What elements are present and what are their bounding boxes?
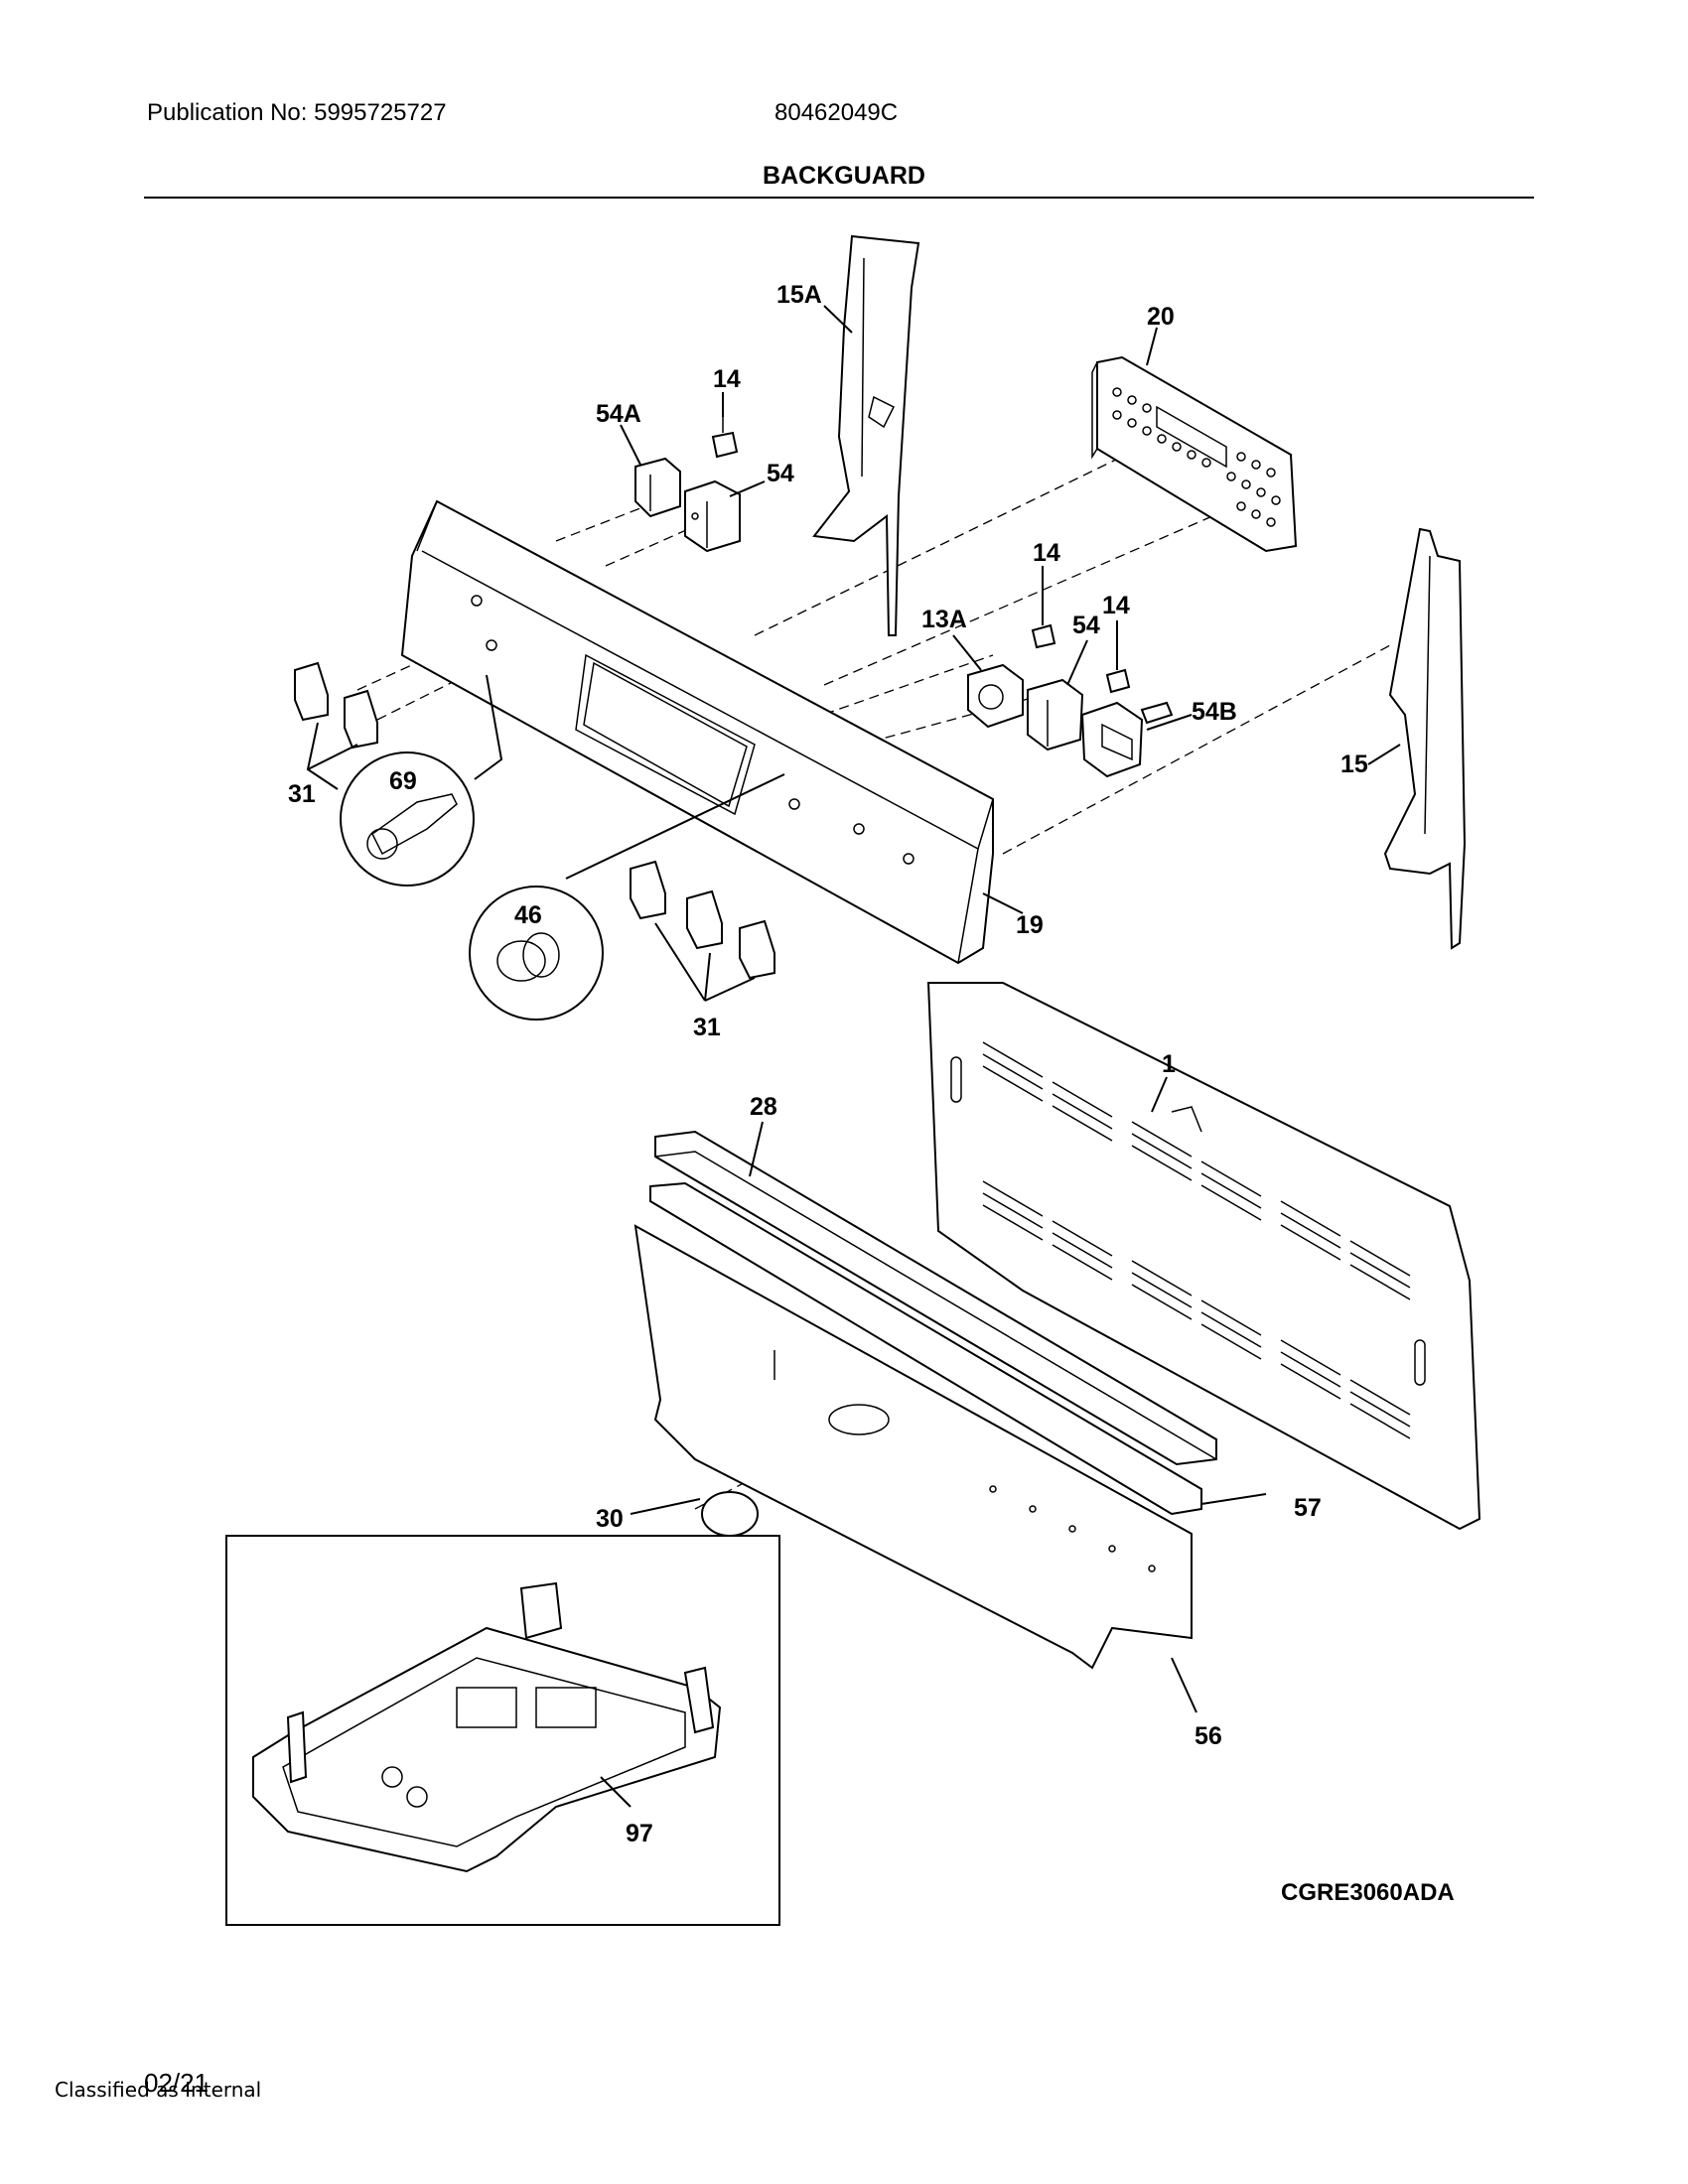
callout-28: 28	[750, 1093, 777, 1121]
callout-labels: 15A 20 14 54A 54 14 14 13A 54 54B 15 31 …	[288, 281, 1368, 1847]
infinite-switch-54A	[634, 457, 681, 518]
switch-14-top	[711, 417, 739, 459]
plug-30	[701, 1491, 759, 1537]
callout-31-left: 31	[288, 780, 316, 808]
callout-20: 20	[1147, 303, 1175, 331]
channel-57	[649, 1181, 1202, 1516]
rear-panel-1	[926, 982, 1481, 1531]
callout-30: 30	[596, 1505, 624, 1533]
classification-label: Classified as Internal	[55, 2078, 262, 2102]
callout-69: 69	[389, 767, 417, 795]
callout-56: 56	[1195, 1722, 1222, 1750]
bracket-56	[633, 1224, 1193, 1670]
inset-box-97	[225, 1535, 780, 1926]
callout-19: 19	[1016, 911, 1044, 939]
revision-date: 02/21	[144, 2068, 210, 2098]
rear-panel-vents	[982, 1041, 1411, 1439]
callout-54B: 54B	[1192, 698, 1237, 726]
callout-97: 97	[626, 1820, 653, 1847]
callout-46: 46	[514, 901, 542, 929]
model-number: 80462049C	[774, 99, 899, 126]
trim-28	[654, 1130, 1217, 1466]
callout-14-mid: 14	[1033, 539, 1060, 567]
switch-54B	[1080, 701, 1174, 778]
switch-14-right	[1105, 668, 1131, 694]
callout-57: 57	[1294, 1494, 1322, 1522]
side-bracket-15	[1383, 527, 1467, 950]
publication-number: Publication No: 5995725727	[147, 99, 447, 126]
callout-14-top: 14	[713, 365, 741, 393]
callout-54A: 54A	[596, 400, 641, 428]
knobs-31-bottom	[630, 860, 775, 980]
page-title: BACKGUARD	[763, 162, 925, 190]
figure-code: CGRE3060ADA	[1281, 1879, 1455, 1906]
infinite-switch-54-mid	[1027, 678, 1084, 751]
switch-14-mid	[1031, 623, 1056, 649]
electronic-control-20	[1091, 355, 1298, 553]
control-panel-19	[400, 499, 994, 965]
knobs-31-left	[294, 661, 378, 750]
callout-1: 1	[1162, 1050, 1176, 1078]
control-keypad-buttons	[1112, 387, 1281, 527]
callout-31-bottom: 31	[693, 1014, 721, 1041]
detail-screw-69	[340, 751, 475, 887]
infinite-switch-54-top	[684, 479, 741, 553]
leader-lines	[306, 305, 1401, 1808]
callout-54-mid: 54	[1072, 612, 1100, 639]
callout-14-right: 14	[1102, 592, 1130, 619]
callout-13A: 13A	[921, 606, 967, 633]
side-bracket-15A	[812, 234, 920, 636]
title-rule	[144, 197, 1534, 199]
switch-13A	[967, 663, 1024, 729]
callout-15A: 15A	[776, 281, 822, 309]
callout-15: 15	[1340, 751, 1368, 778]
callout-54-top: 54	[767, 460, 794, 487]
detail-plug-46	[469, 886, 604, 1021]
